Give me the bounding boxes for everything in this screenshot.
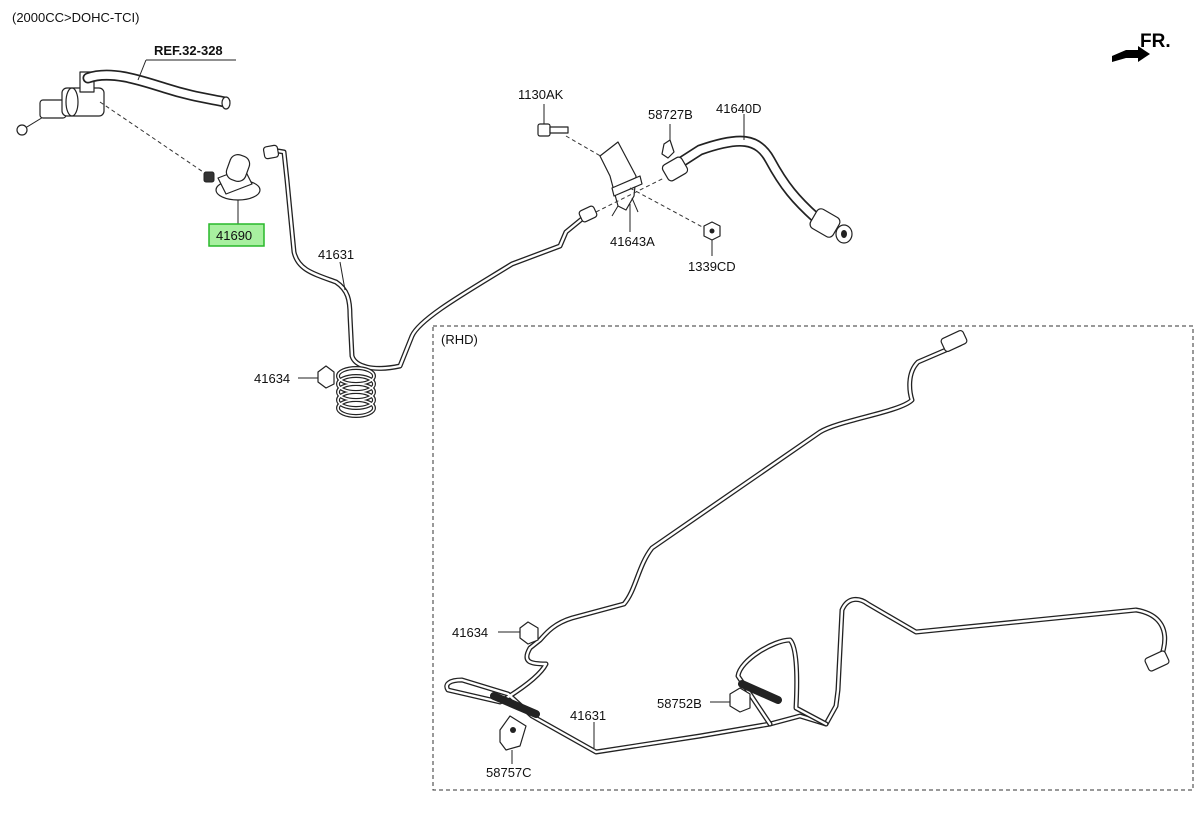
master-cylinder-assembly xyxy=(16,71,105,136)
connector-elbow xyxy=(225,154,251,182)
part-label-41634-rhd[interactable]: 41634 xyxy=(452,625,488,640)
part-label-58727B[interactable]: 58727B xyxy=(648,107,693,122)
connector-fitting xyxy=(203,171,215,183)
front-label: FR. xyxy=(1140,31,1171,52)
clip-icon xyxy=(519,621,539,645)
engine-spec-note: (2000CC>DOHC-TCI) xyxy=(12,10,140,25)
bracket-tab xyxy=(611,175,643,197)
part-label-41631-upper[interactable]: 41631 xyxy=(318,247,354,262)
master-cylinder-flange xyxy=(65,87,79,117)
part-58752B-clamp xyxy=(729,687,751,713)
rhd-label: (RHD) xyxy=(441,332,478,347)
part-label-41643A[interactable]: 41643A xyxy=(610,234,655,249)
part-41634-clip-upper xyxy=(317,365,335,389)
hose-fitting-upper xyxy=(661,156,689,182)
clip-icon xyxy=(317,365,335,389)
front-arrow-icon xyxy=(1112,46,1150,62)
hose-end-connector xyxy=(809,208,853,244)
rhd-end-fitting-top xyxy=(940,329,968,353)
part-label-58757C[interactable]: 58757C xyxy=(486,765,532,780)
part-58757C-bracket xyxy=(499,715,527,751)
part-label-1339CD[interactable]: 1339CD xyxy=(688,259,736,274)
part-label-41634-upper[interactable]: 41634 xyxy=(254,371,290,386)
bolt-head-icon xyxy=(537,123,551,137)
rhd-tube-loop xyxy=(735,637,829,727)
part-41634-clip-rhd xyxy=(519,621,539,645)
tube-coil xyxy=(336,366,376,418)
part-label-58752B[interactable]: 58752B xyxy=(657,696,702,711)
rhd-sleeve-right xyxy=(738,680,782,704)
rhd-inset-frame xyxy=(432,325,1194,791)
rhd-sleeve-left xyxy=(490,692,540,718)
part-label-41690-highlight[interactable] xyxy=(208,223,265,247)
rhd-end-fitting-right xyxy=(1144,650,1170,672)
bracket-plate xyxy=(599,141,637,211)
part-label-41690[interactable]: 41690 xyxy=(216,228,252,243)
part-1339CD-nut xyxy=(703,221,721,241)
part-41690-connector xyxy=(203,154,261,201)
part-label-41631-rhd[interactable]: 41631 xyxy=(570,708,606,723)
tube-end-fitting-left xyxy=(262,144,280,160)
front-direction-indicator: FR. xyxy=(1112,31,1171,62)
reference-label: REF.32-328 xyxy=(154,43,223,58)
bolt-shank xyxy=(549,126,569,134)
clutch-tube-41631-rhd xyxy=(444,341,1168,755)
clamp-icon xyxy=(729,687,751,713)
part-label-1130AK[interactable]: 1130AK xyxy=(518,87,564,102)
part-58727B-clip xyxy=(661,139,675,159)
part-1130AK-bolt xyxy=(537,123,569,137)
tube-end-fitting-right xyxy=(578,205,598,223)
clip-icon xyxy=(661,139,675,159)
reservoir-hose-end xyxy=(221,96,231,110)
part-41643A-bracket xyxy=(599,141,643,217)
part-label-41640D[interactable]: 41640D xyxy=(716,101,762,116)
pushrod-clevis-icon xyxy=(16,124,28,136)
